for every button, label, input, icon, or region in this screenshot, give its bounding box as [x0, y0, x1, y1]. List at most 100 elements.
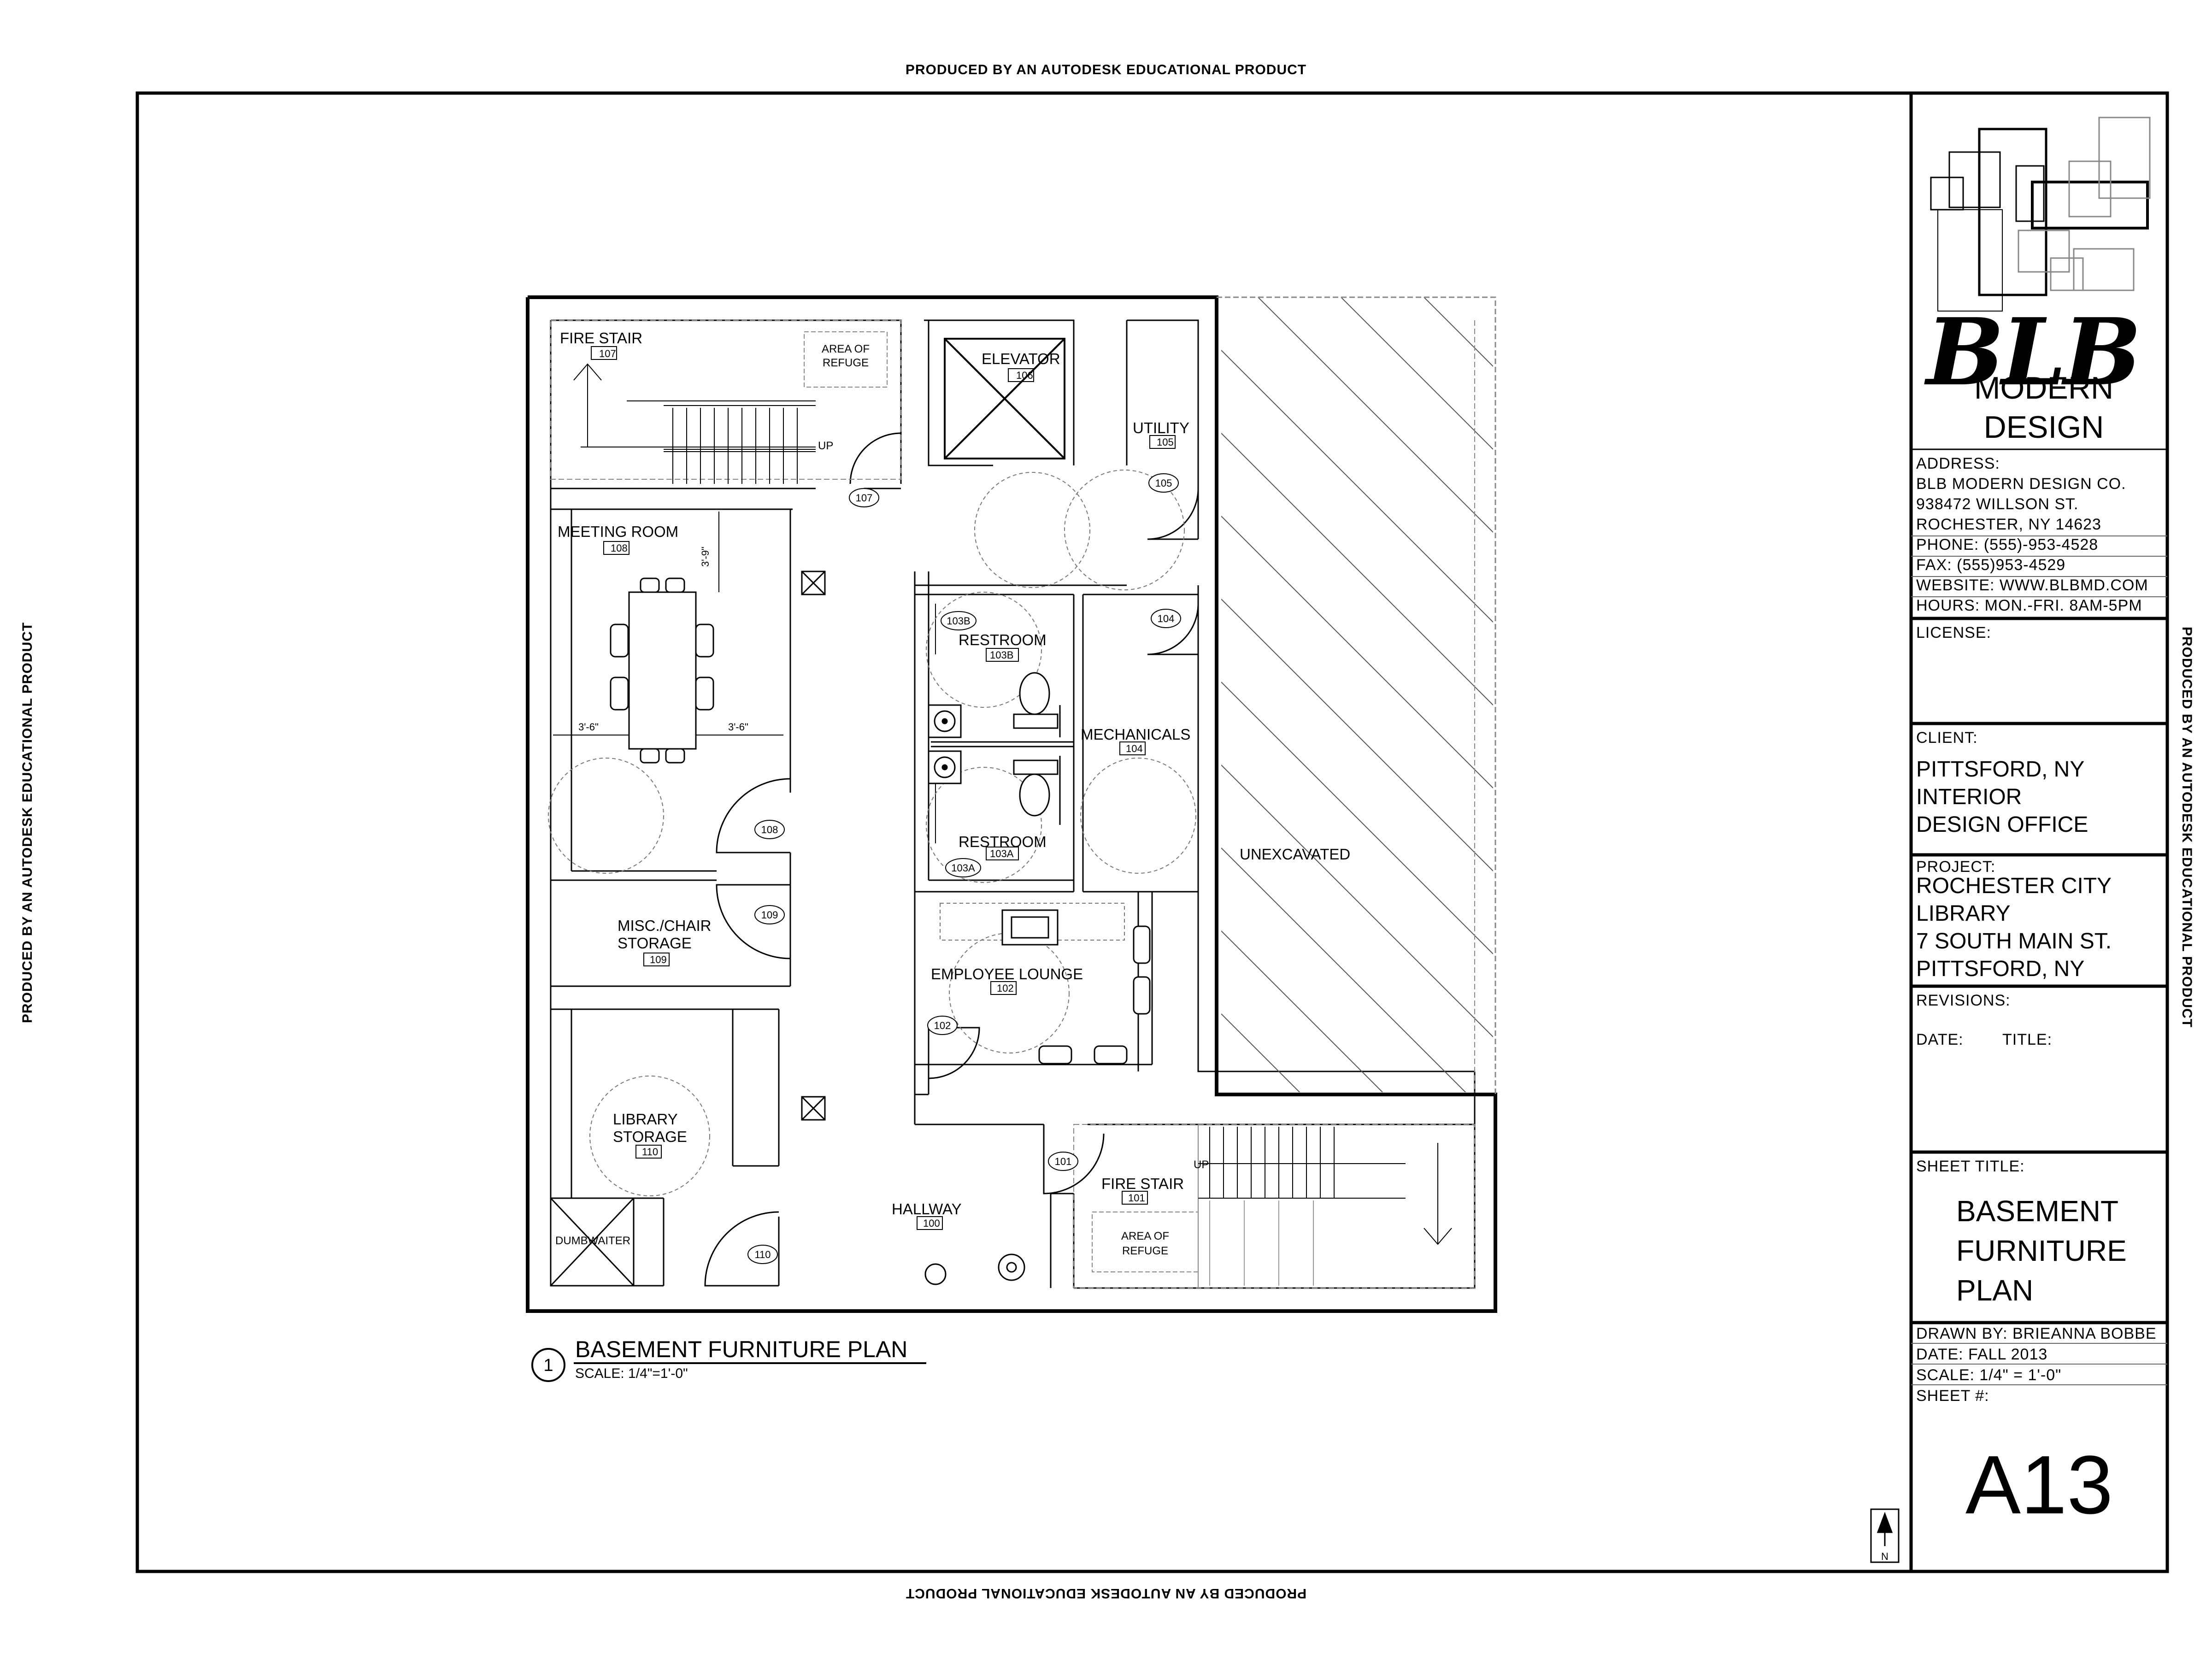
room-number-100: 100 — [923, 1218, 940, 1229]
door-tag-107: 107 — [856, 492, 873, 504]
door-tag-bubbles — [747, 473, 1181, 1264]
door-tag-103b: 103B — [947, 615, 970, 627]
room-number-108: 108 — [611, 542, 628, 554]
project-label: PROJECT: — [1916, 858, 1996, 876]
detail-number: 1 — [543, 1356, 553, 1375]
door-swings — [704, 432, 1199, 1287]
restroom-fixtures — [928, 672, 1074, 825]
address-line-3: ROCHESTER, NY 14623 — [1916, 516, 2101, 533]
phone-number: PHONE: (555)-953-4528 — [1916, 536, 2099, 553]
room-label-library-storage-2: STORAGE — [613, 1128, 687, 1145]
revisions-title-column: TITLE: — [2002, 1031, 2053, 1048]
lounge-furniture — [1001, 909, 1151, 1065]
project-line-1: ROCHESTER CITY — [1916, 874, 2112, 898]
door-tag-103a: 103A — [951, 862, 975, 874]
sheet-border — [135, 91, 2169, 1573]
room-label-restroom-103a: RESTROOM — [959, 833, 1047, 850]
stair-up-label-bottom: UP — [1194, 1159, 1209, 1171]
project-line-4: PITTSFORD, NY — [1916, 957, 2085, 981]
room-label-fire-stair-107: FIRE STAIR — [560, 329, 642, 347]
client-label: CLIENT: — [1916, 729, 1978, 747]
drawn-by: DRAWN BY: BRIEANNA BOBBE — [1916, 1325, 2157, 1342]
client-line-3: DESIGN OFFICE — [1916, 812, 2088, 837]
room-label-area-of-refuge-top-2: REFUGE — [823, 357, 869, 369]
dimension-3-6-left: 3'-6" — [578, 721, 599, 733]
dimension-3-6-right: 3'-6" — [728, 721, 748, 733]
revisions-date-column: DATE: — [1916, 1031, 1964, 1048]
north-label: N — [1881, 1551, 1888, 1562]
plan-title: BASEMENT FURNITURE PLAN — [575, 1336, 907, 1362]
address-line-1: BLB MODERN DESIGN CO. — [1916, 475, 2126, 493]
room-label-restroom-103b: RESTROOM — [959, 631, 1047, 648]
unexcavated-boundary — [1217, 296, 1496, 1094]
room-label-fire-stair-101: FIRE STAIR — [1101, 1175, 1184, 1192]
watermark-top: PRODUCED BY AN AUTODESK EDUCATIONAL PROD… — [905, 62, 1307, 77]
dumbwaiter-shaft — [550, 1197, 635, 1287]
room-label-misc-chair-storage-2: STORAGE — [618, 935, 692, 952]
fax-number: FAX: (555)953-4529 — [1916, 556, 2066, 574]
sheet-number: A13 — [1965, 1439, 2113, 1531]
clearance-circles — [548, 470, 1196, 1196]
room-number-105: 105 — [1157, 436, 1174, 448]
room-label-hallway: HALLWAY — [892, 1200, 962, 1218]
revisions-label: REVISIONS: — [1916, 992, 2011, 1009]
door-tag-102: 102 — [934, 1020, 951, 1031]
room-label-employee-lounge: EMPLOYEE LOUNGE — [931, 965, 1083, 982]
unexcavated-hatch — [1221, 297, 1493, 1092]
door-tag-101: 101 — [1055, 1156, 1072, 1167]
sheet-title-line-1: BASEMENT — [1956, 1194, 2119, 1228]
door-tag-109: 109 — [761, 909, 778, 921]
sheet-number-label: SHEET #: — [1916, 1387, 1989, 1405]
drawing-scale: SCALE: 1/4" = 1'-0" — [1916, 1366, 2062, 1384]
north-arrow — [1870, 1508, 1900, 1563]
room-label-area-of-refuge-top: AREA OF — [822, 343, 870, 355]
door-tag-108: 108 — [761, 824, 778, 835]
stair-bottom — [1073, 1124, 1475, 1288]
room-number-110: 110 — [642, 1146, 658, 1158]
room-number-102: 102 — [997, 982, 1014, 994]
stair-top — [550, 320, 901, 484]
sheet-title-line-3: PLAN — [1956, 1274, 2034, 1307]
client-line-2: INTERIOR — [1916, 785, 2022, 809]
room-label-mechanicals: MECHANICALS — [1081, 726, 1190, 743]
website: WEBSITE: WWW.BLBMD.COM — [1916, 577, 2148, 594]
sheet-title-line-2: FURNITURE — [1956, 1234, 2127, 1267]
room-number-103a: 103A — [990, 848, 1014, 859]
door-tag-105: 105 — [1155, 477, 1172, 489]
client-line-1: PITTSFORD, NY — [1916, 757, 2085, 782]
door-tag-labels: 107 105 104 103B 108 109 103A 102 101 11… — [754, 477, 1174, 1260]
project-line-3: 7 SOUTH MAIN ST. — [1916, 929, 2112, 953]
room-number-101: 101 — [1128, 1192, 1145, 1204]
room-label-misc-chair-storage: MISC./CHAIR — [618, 917, 712, 934]
room-label-utility: UTILITY — [1133, 419, 1189, 436]
room-label-elevator: ELEVATOR — [982, 350, 1060, 367]
address-line-2: 938472 WILLSON ST. — [1916, 495, 2079, 513]
room-number-103b: 103B — [990, 649, 1013, 661]
room-label-library-storage: LIBRARY — [613, 1111, 678, 1128]
room-number-109: 109 — [650, 954, 667, 965]
brand-line-2: DESIGN — [1983, 410, 2104, 445]
room-label-area-of-refuge-bottom: AREA OF — [1121, 1230, 1169, 1242]
logo-graphic — [1930, 117, 2151, 312]
office-hours: HOURS: MON.-FRI. 8AM-5PM — [1916, 597, 2142, 614]
address-label: ADDRESS: — [1916, 455, 2000, 472]
room-label-meeting-room: MEETING ROOM — [558, 523, 678, 540]
plan-title-graphic — [531, 1348, 926, 1382]
room-labels: FIRE STAIR 107 AREA OF REFUGE ELEVATOR 1… — [555, 329, 1350, 1257]
meeting-table — [610, 577, 714, 764]
license-label: LICENSE: — [1916, 624, 1991, 641]
room-number-107: 107 — [599, 348, 616, 359]
hallway-fixtures — [801, 571, 1025, 1285]
elevator-shaft — [944, 338, 1065, 459]
company-logo: BLB — [1926, 298, 2141, 406]
unexcavated-label: UNEXCAVATED — [1240, 846, 1350, 863]
stair-up-label-top: UP — [818, 440, 833, 452]
room-number-boxes — [591, 346, 1176, 1230]
dimension-3-9: 3'-9" — [700, 547, 711, 567]
dimension-lines — [553, 512, 783, 735]
room-label-area-of-refuge-bottom-2: REFUGE — [1122, 1245, 1168, 1257]
room-label-dumbwaiter: DUMBWAITER — [555, 1235, 630, 1247]
door-tag-104: 104 — [1158, 613, 1175, 624]
room-number-106: 106 — [1016, 370, 1033, 381]
